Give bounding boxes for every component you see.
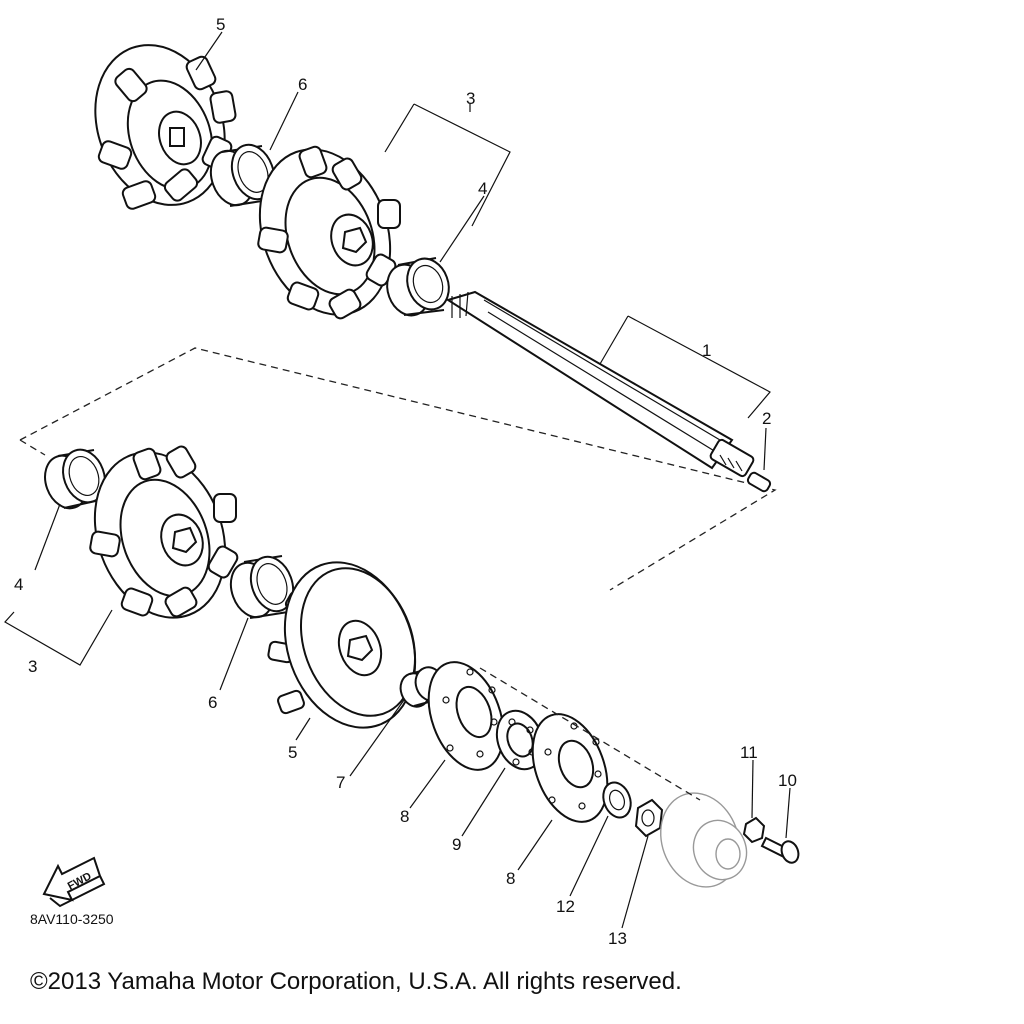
callout-10: 10 <box>778 771 797 790</box>
callout-5-bottom: 5 <box>288 743 297 762</box>
collar-4-upper <box>386 257 450 317</box>
assembly-boundary-dashed <box>19 347 777 591</box>
drive-shaft <box>445 290 772 493</box>
sprocket-wheel-top-left <box>94 44 237 210</box>
leader-lines <box>4 31 791 929</box>
callout-1: 1 <box>702 341 711 360</box>
nut-13 <box>634 798 664 838</box>
sprocket-3-lower <box>89 445 239 619</box>
bolt-10 <box>760 836 800 864</box>
bearing-plate-8-left <box>427 661 505 771</box>
sprocket-3-upper <box>257 145 401 320</box>
callout-3-bottom: 3 <box>28 657 37 676</box>
callout-4-top: 4 <box>478 179 487 198</box>
assembly-boundary-left-tip <box>19 439 46 456</box>
housing-ghost <box>659 792 748 888</box>
callout-4-bottom: 4 <box>14 575 23 594</box>
collar-6-upper <box>209 143 276 207</box>
callout-11: 11 <box>740 743 758 762</box>
sprocket-wheel-lower <box>267 561 417 729</box>
diagram-code: 8AV110-3250 <box>30 911 114 927</box>
callout-5-top: 5 <box>216 15 225 34</box>
callout-3-top: 3 <box>466 89 475 108</box>
collar-6-lower <box>229 555 295 619</box>
callout-8-right: 8 <box>506 869 515 888</box>
callout-6-bottom: 6 <box>208 693 217 712</box>
callout-2: 2 <box>762 409 771 428</box>
callout-8-left: 8 <box>400 807 409 826</box>
fwd-arrow-icon: FWD <box>42 856 106 908</box>
callout-12: 12 <box>556 897 575 916</box>
callout-9: 9 <box>452 835 461 854</box>
nut-11 <box>742 816 766 844</box>
axis-line-small-parts <box>479 667 701 801</box>
collar-4-lower <box>44 448 106 510</box>
washer-12 <box>602 781 632 819</box>
callout-7: 7 <box>336 773 345 792</box>
callout-13: 13 <box>608 929 627 948</box>
callout-6-top: 6 <box>298 75 307 94</box>
copyright-notice: ©2013 Yamaha Motor Corporation, U.S.A. A… <box>30 968 682 995</box>
